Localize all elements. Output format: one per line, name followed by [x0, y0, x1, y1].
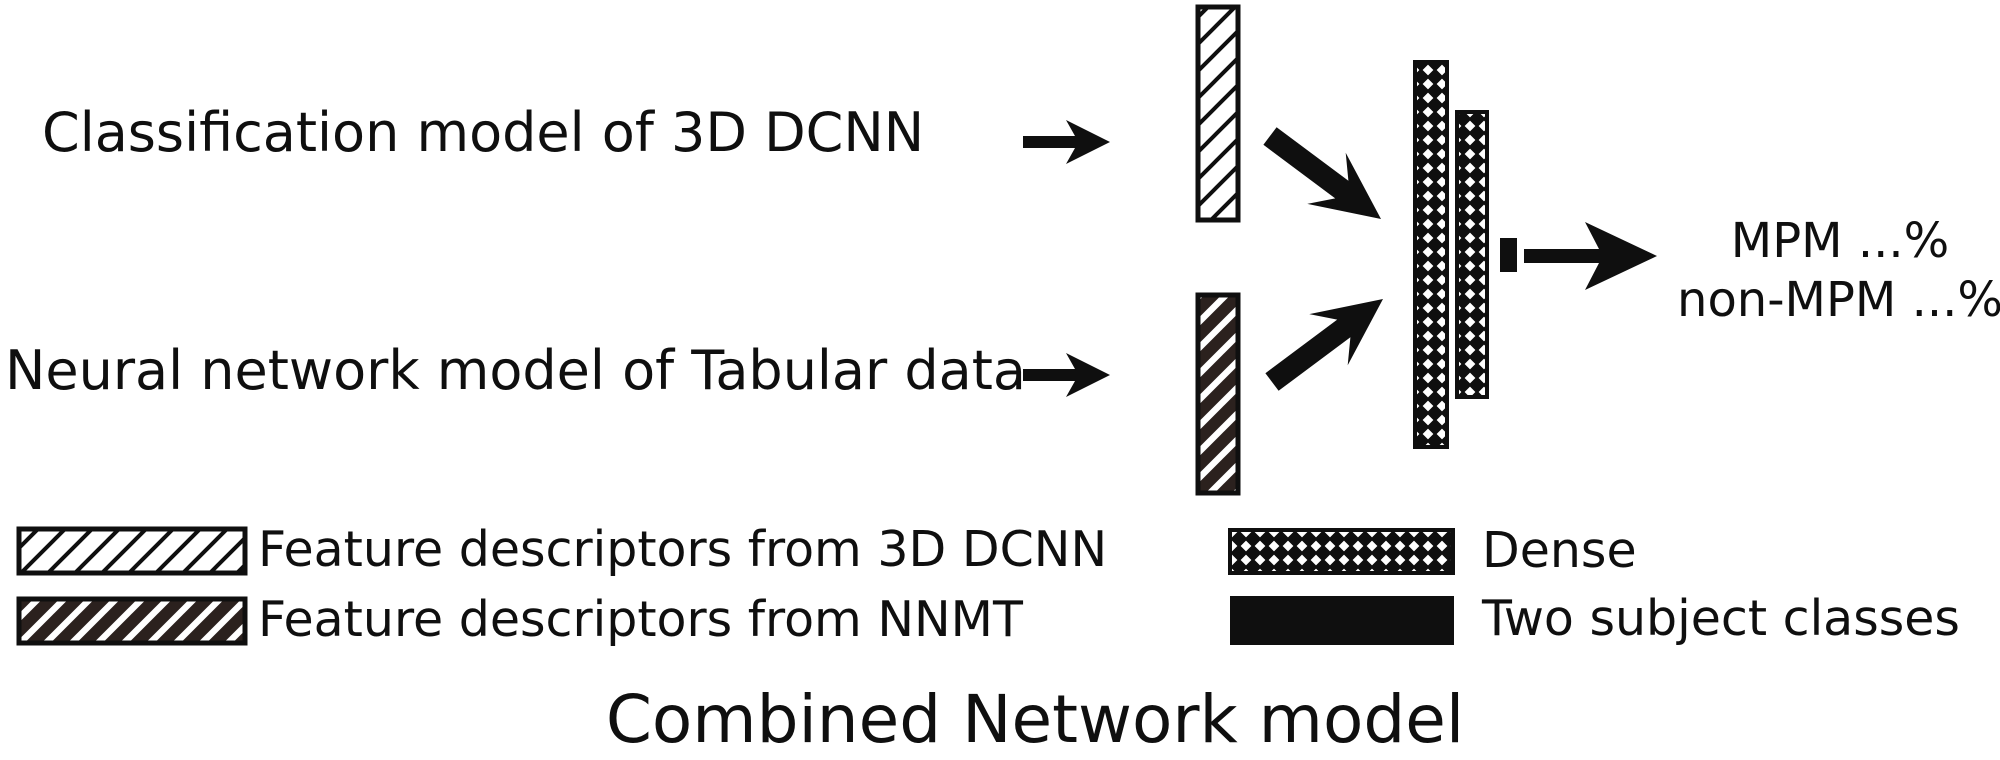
dcnn-feature-bar [1195, 4, 1241, 223]
input-label-dcnn: Classification model of 3D DCNN [42, 101, 925, 164]
output-line-non-mpm: non-MPM ...% [1677, 271, 2000, 328]
diagonal-up-arrow-icon [1265, 299, 1383, 391]
diagonal-down-arrow-icon [1263, 127, 1381, 219]
dense-layer-bar-1 [1413, 60, 1449, 449]
output-arrow-icon [1524, 222, 1657, 290]
nnmt-feature-bar [1195, 292, 1241, 496]
figure-title: Combined Network model [605, 681, 1465, 758]
output-line-mpm: MPM ...% [1730, 213, 1950, 269]
diamond-mesh-swatch [1228, 528, 1455, 575]
legend-label-dense: Dense [1482, 522, 1637, 579]
light-hatch-swatch [16, 526, 248, 576]
input-label-tabular: Neural network model of Tabular data [5, 339, 1027, 402]
solid-black-swatch [1230, 596, 1454, 645]
right-arrow-icon [1023, 120, 1110, 164]
dark-hatch-swatch [16, 596, 248, 646]
right-arrow-icon [1023, 353, 1110, 397]
output-class-bar [1500, 238, 1517, 272]
dense-layer-bar-2 [1455, 110, 1489, 399]
output-text-block: MPM ...% non-MPM ...% [1660, 212, 2000, 329]
legend-label-nnmt-features: Feature descriptors from NNMT [258, 591, 1023, 648]
legend-label-two-classes: Two subject classes [1482, 590, 1960, 647]
legend-label-dcnn-features: Feature descriptors from 3D DCNN [258, 521, 1108, 578]
